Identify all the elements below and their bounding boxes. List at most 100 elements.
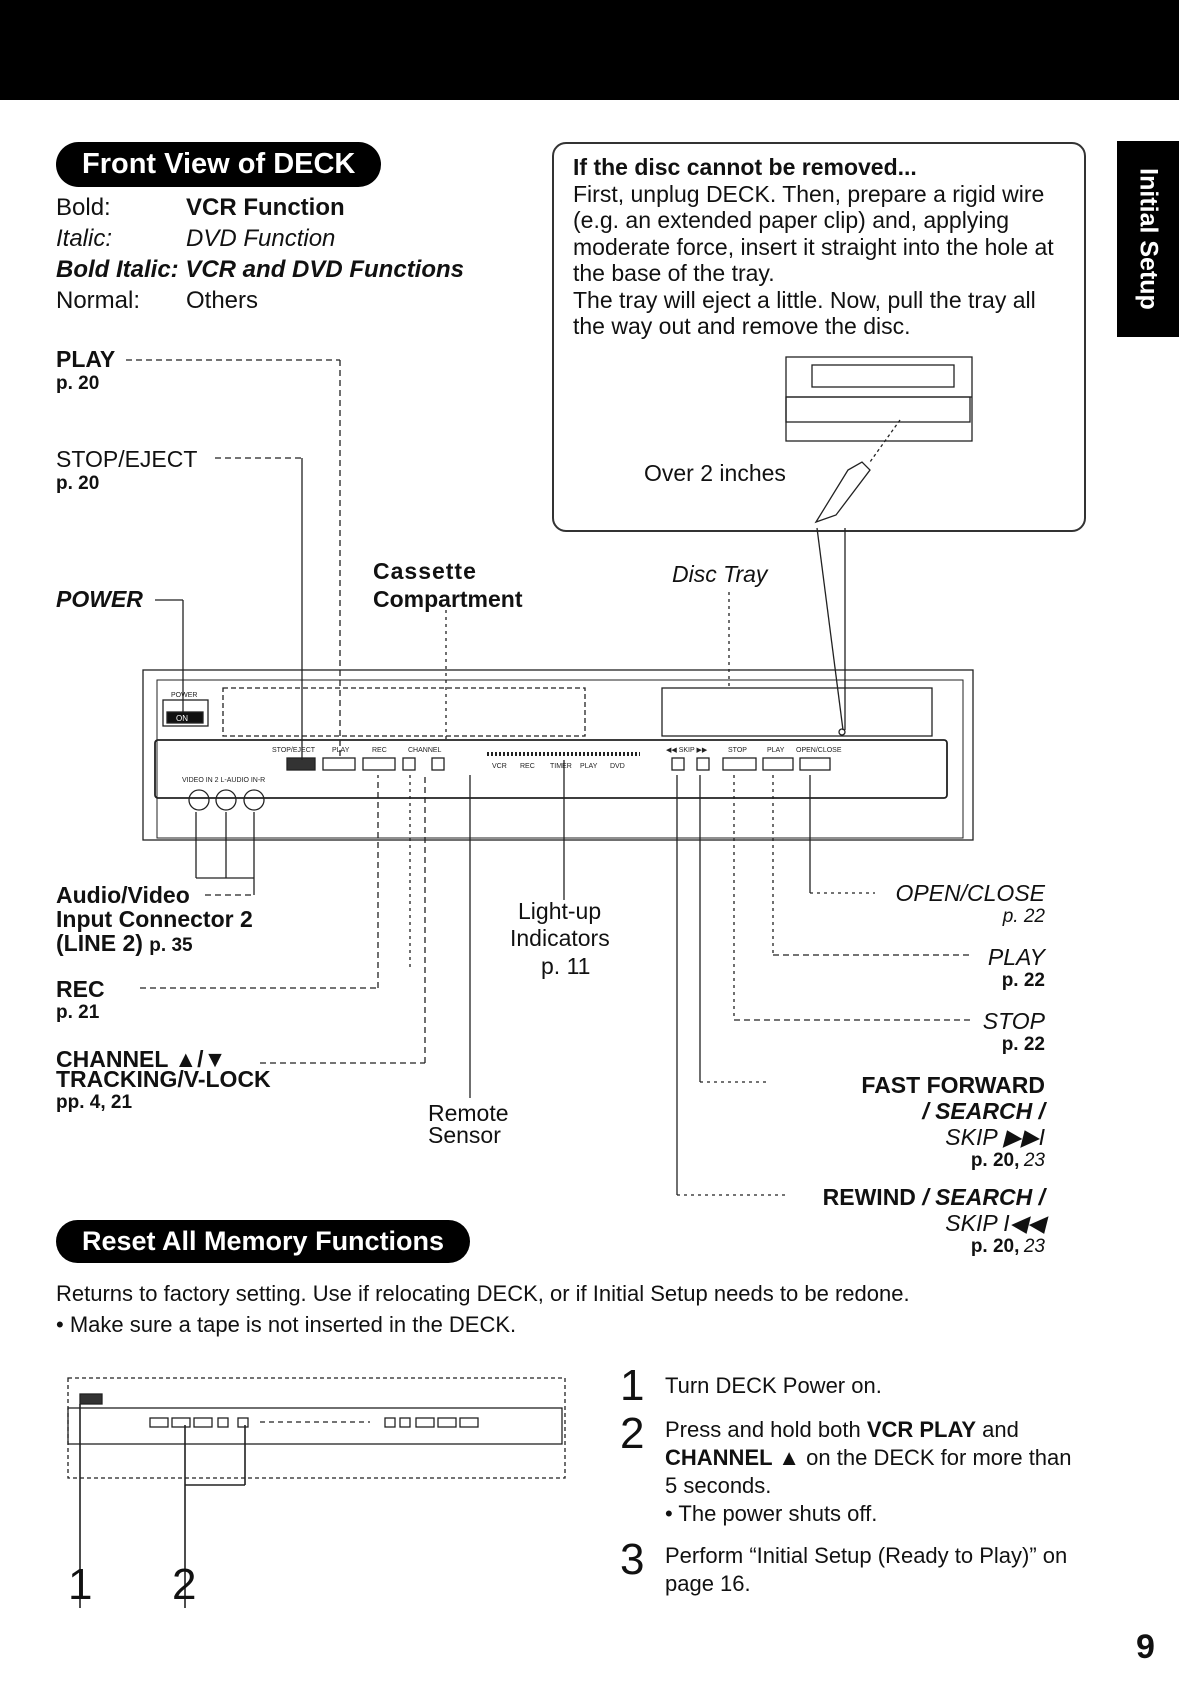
rewind-skip: SKIP I◀◀: [945, 1210, 1045, 1236]
audio-l-jack: [215, 789, 237, 811]
deck-small-strip: [67, 1407, 563, 1445]
legend-value: DVD Function: [186, 225, 336, 252]
lightup-ref: p. 11: [541, 953, 591, 979]
tray-closeup: [785, 356, 973, 442]
step-text-part: on the DECK for more than 5 seconds.: [665, 1445, 1072, 1498]
legend-key: Normal:: [56, 287, 141, 314]
dvd-button-label: STOP: [728, 747, 747, 754]
disc-removal-callout: [552, 142, 1086, 532]
control-strip: [154, 739, 948, 799]
power-panel: [162, 699, 209, 727]
deck-small: [67, 1377, 566, 1479]
legend-key: Italic:: [56, 225, 113, 252]
disc-tray-label: Disc Tray: [672, 561, 768, 587]
legend-value: VCR Function: [186, 194, 345, 221]
av-input-label: Audio/Video: [56, 882, 190, 908]
step-text-part: Press and hold both: [665, 1417, 867, 1442]
input-label: VIDEO IN 2 L-AUDIO IN-R: [182, 777, 265, 784]
callout-body-2: The tray will eject a little. Now, pull …: [573, 286, 1036, 340]
channel-ref: pp. 4, 21: [56, 1092, 133, 1113]
lightup-label: Light-up: [518, 898, 602, 924]
fast-forward-ref-dvd: 23: [1023, 1150, 1045, 1171]
channel-label: CHANNEL ▲/▼: [56, 1046, 227, 1072]
power-button: [166, 711, 204, 724]
open-close-label: OPEN/CLOSE: [895, 880, 1045, 906]
step-text-bold: CHANNEL ▲: [665, 1445, 801, 1470]
cassette-label: Cassette: [373, 558, 477, 584]
disc-tray-outline: [661, 687, 933, 737]
page-number: 9: [1136, 1628, 1155, 1666]
step-number: 2: [620, 1409, 645, 1458]
step-text: Perform “Initial Setup (Ready to Play)” …: [665, 1543, 1068, 1596]
step-text-bold: VCR PLAY: [866, 1417, 977, 1442]
measure-label: Over 2 inches: [644, 460, 786, 486]
dvd-play-ref: p. 22: [1001, 970, 1045, 991]
dvd-button-label: OPEN/CLOSE: [796, 747, 842, 754]
diagram-callout-2: 2: [172, 1560, 197, 1609]
rewind-ref: p. 20,: [970, 1236, 1020, 1257]
legend-key: Bold:: [56, 194, 111, 221]
dvd-button-label: PLAY: [767, 747, 785, 754]
fast-forward-ref: p. 20,: [970, 1150, 1020, 1171]
rec-label: REC: [56, 976, 105, 1002]
power-panel-label: POWER: [171, 692, 197, 699]
av-input-label-3: (LINE 2): [56, 930, 143, 956]
step-text: Turn DECK Power on.: [665, 1373, 882, 1398]
video-jack: [188, 789, 210, 811]
remote-sensor-label: Remote: [428, 1100, 509, 1126]
font-legend: Bold: VCR Function Italic: DVD Function Bo…: [56, 192, 464, 316]
fast-forward-search: / SEARCH /: [922, 1098, 1045, 1124]
front-view-heading: Front View of DECK: [56, 142, 382, 187]
legend-value: Others: [186, 287, 259, 314]
rec-ref: p. 21: [56, 1002, 100, 1023]
lightup-label-2: Indicators: [510, 925, 610, 951]
header-bar: [0, 0, 1179, 100]
callout-body: First, unplug DECK. Then, prepare a rigi…: [573, 180, 1054, 287]
remote-sensor-label-2: Sensor: [428, 1122, 501, 1148]
step-text-part: and: [976, 1417, 1019, 1442]
section-tab: Initial Setup: [1117, 141, 1179, 337]
deck-button-label: PLAY: [332, 747, 350, 754]
av-input-label-2: Input Connector 2: [56, 906, 253, 932]
stop-eject-label: STOP/EJECT: [56, 446, 198, 472]
indicator-label: PLAY: [580, 763, 598, 770]
step-note: • The power shuts off.: [665, 1501, 878, 1526]
cassette-slot: [222, 687, 586, 737]
indicator-label: TIMER: [550, 763, 572, 770]
deck-button-label: STOP/EJECT: [272, 747, 316, 754]
rewind-search: / SEARCH /: [922, 1184, 1045, 1210]
av-input-ref: p. 35: [149, 935, 193, 956]
fast-forward-skip: SKIP ▶▶I: [945, 1124, 1045, 1150]
dvd-stop-label: STOP: [982, 1008, 1045, 1034]
fast-forward-label: FAST FORWARD: [861, 1072, 1045, 1098]
indicator-label: DVD: [610, 763, 625, 770]
dvd-button-label: ◀◀ SKIP ▶▶: [666, 747, 708, 754]
dvd-stop-ref: p. 22: [1001, 1034, 1045, 1055]
play-ref: p. 20: [56, 373, 100, 394]
stop-eject-ref: p. 20: [56, 473, 100, 494]
audio-r-jack: [243, 789, 265, 811]
step-text: Press and hold both VCR PLAY and CHANNEL…: [665, 1416, 1085, 1528]
indicator-label: REC: [520, 763, 535, 770]
deck-front: [142, 669, 974, 841]
diagram-callout-1: 1: [68, 1560, 93, 1609]
step-number: 3: [620, 1535, 645, 1584]
callout-text: If the disc cannot be removed... First, …: [573, 154, 1073, 340]
play-label: PLAY: [56, 346, 116, 372]
open-close-ref: p. 22: [1002, 906, 1045, 927]
reset-heading: Reset All Memory Functions: [56, 1220, 471, 1263]
wire-icon: [814, 461, 871, 524]
legend-value: VCR and DVD Functions: [185, 256, 465, 283]
legend-key: Bold Italic:: [56, 256, 179, 283]
step-number: 1: [620, 1361, 645, 1410]
reset-bullet: • Make sure a tape is not inserted in th…: [56, 1312, 517, 1337]
cassette-label-2: Compartment: [373, 586, 523, 612]
callout-heading: If the disc cannot be removed...: [573, 154, 917, 180]
tracking-label: TRACKING/V-LOCK: [56, 1066, 271, 1092]
rewind-label: REWIND: [822, 1184, 916, 1210]
indicator-label: VCR: [492, 763, 507, 770]
rewind-ref-dvd: 23: [1023, 1236, 1045, 1257]
dvd-play-label: PLAY: [987, 944, 1045, 970]
reset-intro: Returns to factory setting. Use if reloc…: [56, 1281, 910, 1306]
